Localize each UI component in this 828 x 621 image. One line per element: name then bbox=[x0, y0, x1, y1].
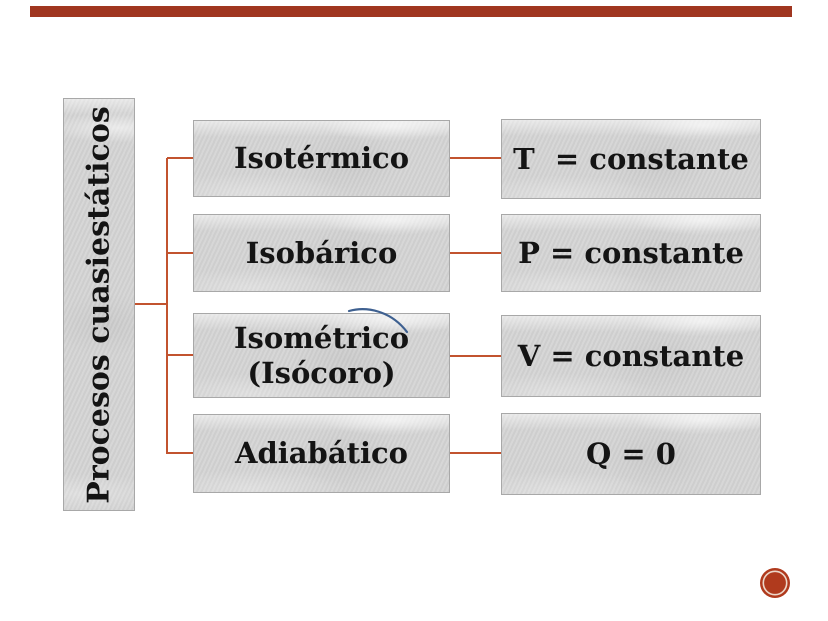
process-box-isometrico: Isométrico (Isócoro) bbox=[193, 313, 450, 398]
connector-row1-to-value bbox=[450, 157, 502, 159]
process-box-isobarico: Isobárico bbox=[193, 214, 450, 292]
connector-trunk bbox=[166, 158, 168, 454]
connector-branch-row3 bbox=[167, 354, 194, 356]
process-label: Isométrico (Isócoro) bbox=[233, 321, 420, 390]
connector-branch-row4 bbox=[167, 452, 194, 454]
process-label: Adiabático bbox=[234, 436, 409, 471]
root-node-label: Procesos cuasiestáticos bbox=[81, 105, 117, 504]
value-box-v-constante: V = constante bbox=[501, 315, 761, 397]
value-box-q-zero: Q = 0 bbox=[501, 413, 761, 495]
process-label: Isobárico bbox=[245, 235, 398, 270]
decorative-circle-icon bbox=[760, 568, 790, 598]
process-box-adiabatico: Adiabático bbox=[193, 414, 450, 493]
process-label: Isotérmico bbox=[233, 141, 410, 176]
connector-row3-to-value bbox=[450, 355, 502, 357]
value-label: P = constante bbox=[518, 235, 744, 270]
connector-root-stub bbox=[135, 303, 167, 305]
connector-row2-to-value bbox=[450, 252, 502, 254]
value-label: T = constante bbox=[513, 141, 749, 176]
top-accent-bar bbox=[30, 6, 792, 17]
value-box-p-constante: P = constante bbox=[501, 214, 761, 292]
value-label: Q = 0 bbox=[586, 436, 676, 471]
connector-branch-row1 bbox=[167, 157, 194, 159]
value-box-t-constante: T = constante bbox=[501, 119, 761, 199]
connector-row4-to-value bbox=[450, 452, 502, 454]
root-node-procesos-cuasiestaticos: Procesos cuasiestáticos bbox=[63, 98, 135, 511]
value-label: V = constante bbox=[517, 338, 745, 373]
connector-branch-row2 bbox=[167, 252, 194, 254]
process-box-isotermico: Isotérmico bbox=[193, 120, 450, 197]
